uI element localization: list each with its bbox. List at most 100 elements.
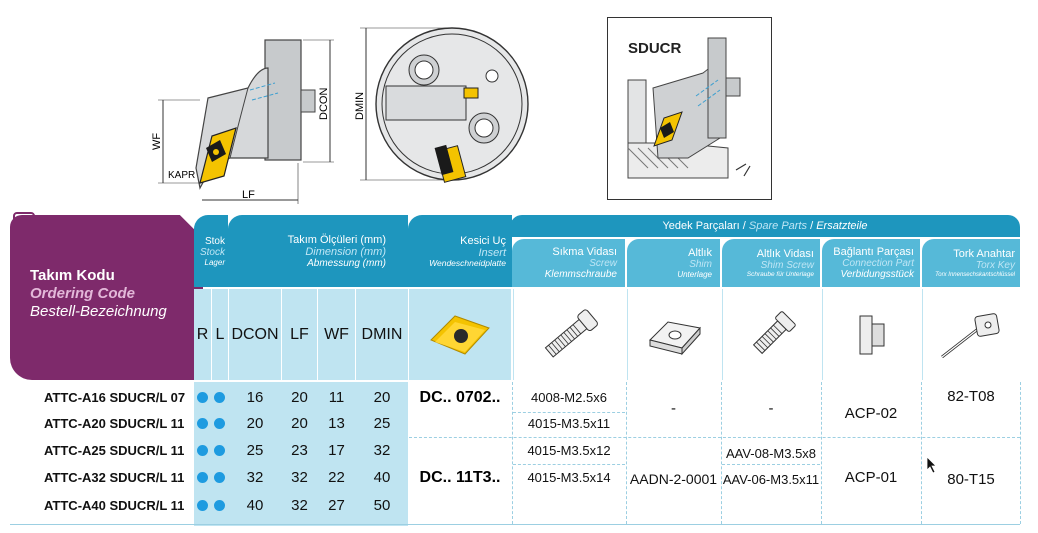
dimension-en: Dimension (mm) <box>305 245 386 258</box>
cell-dcon: 16 <box>246 388 264 406</box>
shim-de: Unterlage <box>677 270 712 279</box>
cell-wf: 17 <box>328 441 345 459</box>
dimension-body-bg <box>194 382 408 526</box>
sducr-title: SDUCR <box>628 40 682 57</box>
col-header-lf: LF <box>282 289 317 380</box>
cell-screw: 4015-M3.5x12 <box>527 442 611 458</box>
connection-b-cell: ACP-01 <box>844 468 898 486</box>
connection-en: Connection Part <box>842 258 914 269</box>
shim-screw-en: Shim Screw <box>760 259 814 271</box>
torx-en: Torx Key <box>975 259 1015 271</box>
stock-dot-r <box>194 384 211 410</box>
stock-header: Stok Stock Lager <box>194 215 228 287</box>
sducr-detail-drawing <box>627 37 751 179</box>
sducr-detail-box: SDUCR <box>607 17 772 200</box>
cell-screw: 4015-M3.5x11 <box>527 415 611 431</box>
cell-dmin: 20 <box>373 388 391 406</box>
stock-available-icon <box>214 499 225 511</box>
insert-de: Wendeschneidplatte <box>429 257 506 268</box>
shim-screw-b1-cell: AAV-08-M3.5x8 <box>725 445 817 461</box>
stock-tr: Stok <box>204 235 225 247</box>
shim-a-cell: - <box>671 399 676 417</box>
cell-lf: 20 <box>291 414 308 432</box>
table-row-code: ATTC-A20 SDUCR/L 11 <box>44 415 185 431</box>
dim-dmin-label: DMIN <box>354 92 366 120</box>
product-table: Takım Kodu Ordering Code Bestell-Bezeich… <box>10 212 1028 526</box>
cell-dmin: 50 <box>373 496 391 514</box>
cell-wf: 13 <box>328 414 345 432</box>
stock-dot-r <box>194 492 211 518</box>
insert-icon <box>430 314 490 355</box>
spare-parts-de: Ersatzteile <box>816 220 868 232</box>
shim-header: Altlık Shim Unterlage <box>627 239 720 287</box>
torx-header: Tork Anahtar Torx Key Torx Innensechskan… <box>922 239 1020 287</box>
dimension-tr: Takım Ölçüleri (mm) <box>287 233 386 246</box>
dimension-header: Takım Ölçüleri (mm) Dimension (mm) Abmes… <box>228 215 408 287</box>
col-header-insert <box>409 289 511 380</box>
spare-parts-header: Yedek Parçaları / Spare Parts / Ersatzte… <box>510 215 1020 237</box>
stock-available-icon <box>197 391 208 403</box>
spare-parts-tr: Yedek Parçaları <box>662 220 740 232</box>
screw-en: Screw <box>589 258 617 269</box>
col-header-wf: WF <box>318 289 355 380</box>
torx-a-cell: 82-T08 <box>947 387 995 405</box>
table-row-code: ATTC-A40 SDUCR/L 11 <box>44 497 185 513</box>
shim-screw-header: Altlık Vidası Shim Screw Schraube für Un… <box>722 239 820 287</box>
insert-header: Kesici Uç Insert Wendeschneidplatte <box>408 215 512 287</box>
col-header-torx <box>922 289 1020 380</box>
shim-screw-icon <box>752 310 796 354</box>
ordering-code-en: Ordering Code <box>30 285 136 302</box>
shim-icon <box>649 320 701 355</box>
stock-available-icon <box>197 417 208 429</box>
ordering-code-header: Takım Kodu Ordering Code Bestell-Bezeich… <box>10 215 203 380</box>
col-header-shim-screw <box>722 289 820 380</box>
connection-de: Verbidungsstück <box>840 269 914 280</box>
insert-en: Insert <box>478 246 506 259</box>
stock-available-icon <box>197 444 208 456</box>
connection-header: Bağlantı Parçası Connection Part Verbidu… <box>822 239 920 287</box>
dim-wf-label: WF <box>151 133 163 150</box>
screw-icon <box>544 308 598 358</box>
stock-dot-l <box>211 384 228 410</box>
stock-available-icon <box>197 499 208 511</box>
col-header-connection <box>822 289 920 380</box>
cell-lf: 20 <box>291 388 308 406</box>
screw-header: Sıkma Vidası Screw Klemmschraube <box>512 239 625 287</box>
shim-screw-a-cell: - <box>768 399 774 417</box>
stock-available-icon <box>197 471 208 483</box>
shim-screw-tr: Altlık Vidası <box>756 247 814 260</box>
stock-dot-r <box>194 464 211 490</box>
shim-screw-de: Schraube für Unterlage <box>746 270 814 278</box>
cell-dcon: 40 <box>246 496 264 514</box>
shim-en: Shim <box>689 259 712 270</box>
torx-tr: Tork Anahtar <box>953 247 1015 260</box>
stock-de: Lager <box>204 257 225 267</box>
cell-wf: 11 <box>328 388 345 406</box>
torx-de: Torx Innensechskantschlüssel <box>935 271 1015 278</box>
screw-tr: Sıkma Vidası <box>552 246 617 258</box>
side-view-drawing: WF LF KAPR DCON <box>151 39 334 204</box>
stock-available-icon <box>214 471 225 483</box>
col-header-r: R <box>194 289 211 380</box>
insert-tr: Kesici Uç <box>460 234 506 247</box>
table-row-code: ATTC-A32 SDUCR/L 11 <box>44 469 185 485</box>
cell-wf: 22 <box>328 468 345 486</box>
ordering-code-de: Bestell-Bezeichnung <box>30 303 167 320</box>
stock-available-icon <box>214 391 225 403</box>
dim-lf-label: LF <box>242 189 255 201</box>
spare-parts-sep-2: / <box>810 220 814 232</box>
col-header-l: L <box>212 289 228 380</box>
stock-en: Stock <box>199 246 225 258</box>
cell-dcon: 32 <box>246 468 264 486</box>
cell-screw: 4008-M2.5x6 <box>531 389 607 405</box>
col-header-dcon: DCON <box>229 289 281 380</box>
cell-wf: 27 <box>328 496 345 514</box>
cell-dmin: 32 <box>373 441 391 459</box>
cell-dcon: 20 <box>246 414 264 432</box>
stock-available-icon <box>214 444 225 456</box>
stock-available-icon <box>214 417 225 429</box>
shim-tr: Altlık <box>688 247 712 259</box>
cell-dmin: 40 <box>373 468 391 486</box>
table-row-code: ATTC-A16 SDUCR/L 07 <box>44 389 186 405</box>
col-header-dmin: DMIN <box>356 289 408 380</box>
